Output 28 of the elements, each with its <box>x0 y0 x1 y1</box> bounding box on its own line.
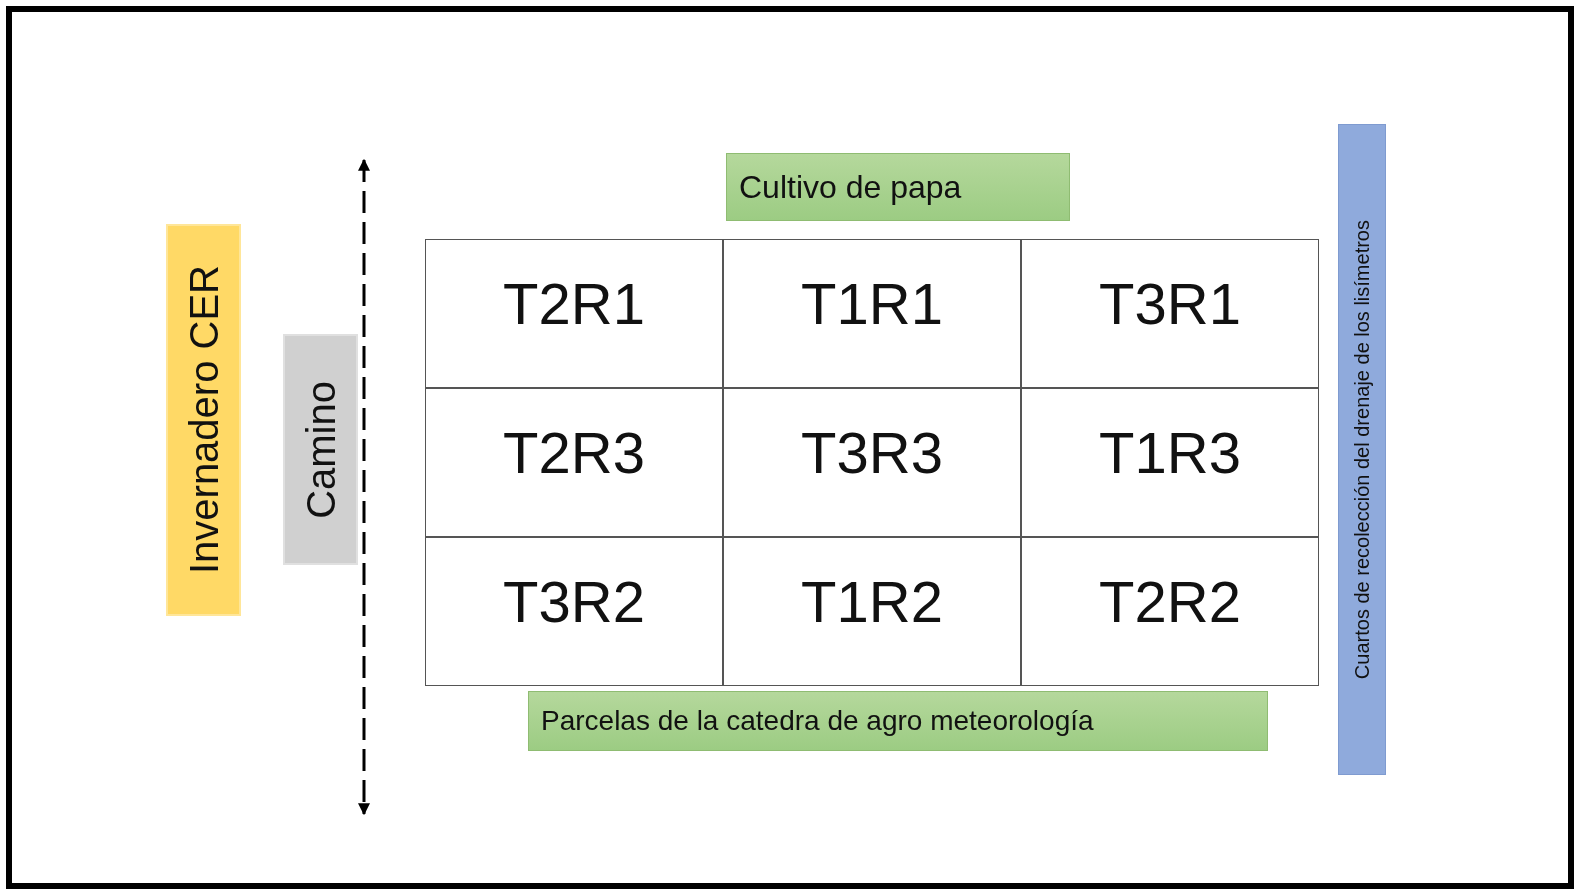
plot-cell <box>1021 537 1319 686</box>
label-text: T2R3 <box>503 419 645 487</box>
label-text: T1R3 <box>1099 419 1241 487</box>
label-text: T3R1 <box>1099 270 1241 338</box>
label-text: T2R1 <box>503 270 645 338</box>
label-text: T3R3 <box>801 419 943 487</box>
label-text: Cuartos de recolección del drenaje de los lisímetros <box>1350 219 1374 680</box>
plot-cell <box>425 537 723 686</box>
label-text: Cultivo de papa <box>739 168 962 207</box>
plot-cell <box>425 388 723 537</box>
plot-cell <box>1021 239 1319 388</box>
label-text: T3R2 <box>503 568 645 636</box>
label-text: Invernadero CER <box>180 265 227 575</box>
plot-cell <box>723 239 1021 388</box>
plot-cell <box>425 239 723 388</box>
plot-cell <box>723 388 1021 537</box>
label-text: Camino <box>297 380 344 519</box>
plot-cell <box>723 537 1021 686</box>
label-box <box>726 153 1070 221</box>
label-box <box>166 224 241 616</box>
label-box <box>283 334 358 565</box>
label-text: T1R2 <box>801 568 943 636</box>
label-text: T1R1 <box>801 270 943 338</box>
label-box <box>528 691 1268 751</box>
label-box <box>1338 124 1386 775</box>
plot-cell <box>1021 388 1319 537</box>
label-text: T2R2 <box>1099 568 1241 636</box>
label-text: Parcelas de la catedra de agro meteorología <box>541 704 1094 738</box>
